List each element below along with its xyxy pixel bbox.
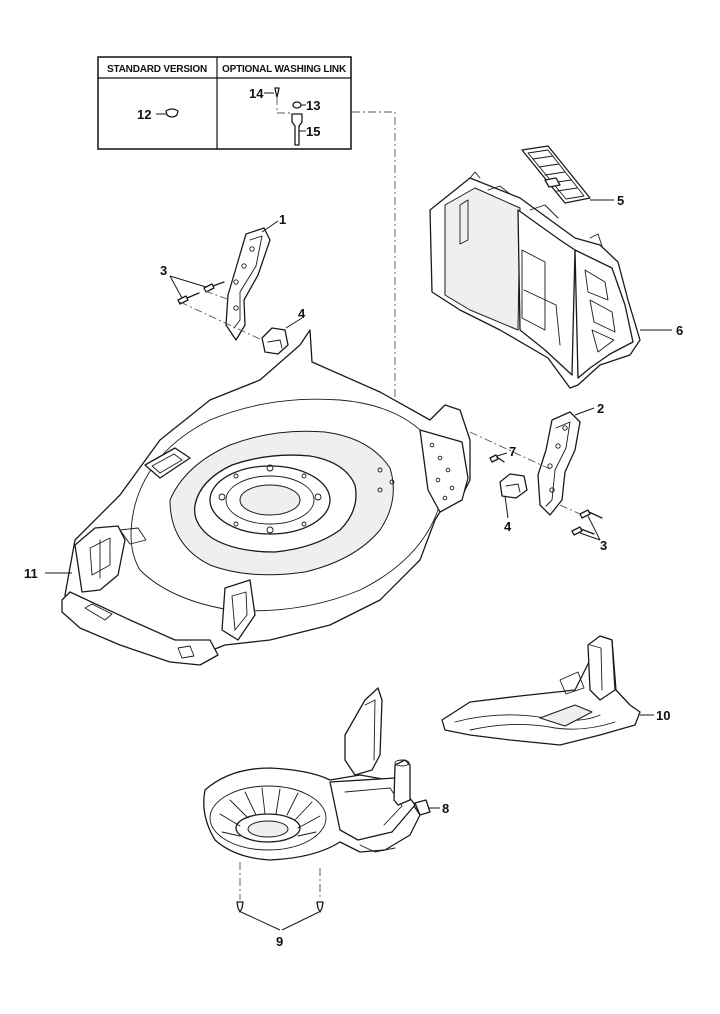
callout-12: 12 (137, 107, 151, 122)
left-bracket-part-1 (225, 220, 279, 341)
screw-part-7 (489, 452, 508, 463)
optional-washing-link-header: OPTIONAL WASHING LINK (222, 64, 347, 75)
callout-1: 1 (279, 212, 286, 227)
screws-part-3-left (169, 275, 263, 341)
callout-14: 14 (249, 86, 264, 101)
callout-6: 6 (676, 323, 683, 338)
standard-version-header: STANDARD VERSION (107, 64, 207, 75)
callout-10: 10 (656, 708, 670, 723)
mower-deck-part-11 (45, 329, 471, 666)
version-table: STANDARD VERSION OPTIONAL WASHING LINK 1… (97, 56, 352, 150)
screws-part-3-right (559, 504, 603, 541)
grille-cover-part-5 (521, 145, 614, 204)
callout-3-left: 3 (160, 263, 167, 278)
screws-part-9 (236, 862, 324, 931)
callout-3-right: 3 (600, 538, 607, 553)
callout-4-upper: 4 (298, 306, 306, 321)
callout-9: 9 (276, 934, 283, 949)
callout-11: 11 (24, 566, 38, 581)
plug-part-12 (156, 108, 179, 118)
rear-housing-part-6 (429, 171, 672, 389)
callout-5: 5 (617, 193, 624, 208)
right-bracket-part-2 (537, 407, 595, 516)
callout-8: 8 (442, 801, 449, 816)
washing-link-assembly (264, 87, 306, 146)
callout-4-lower: 4 (504, 519, 512, 534)
clip-part-4-right (499, 473, 528, 519)
callout-13: 13 (306, 98, 320, 113)
callout-15: 15 (306, 124, 320, 139)
rear-deflector-part-10 (441, 635, 654, 746)
callout-7: 7 (509, 444, 516, 459)
callout-2: 2 (597, 401, 604, 416)
clip-part-4-left (261, 317, 303, 355)
inner-housing-part-8 (203, 687, 440, 861)
